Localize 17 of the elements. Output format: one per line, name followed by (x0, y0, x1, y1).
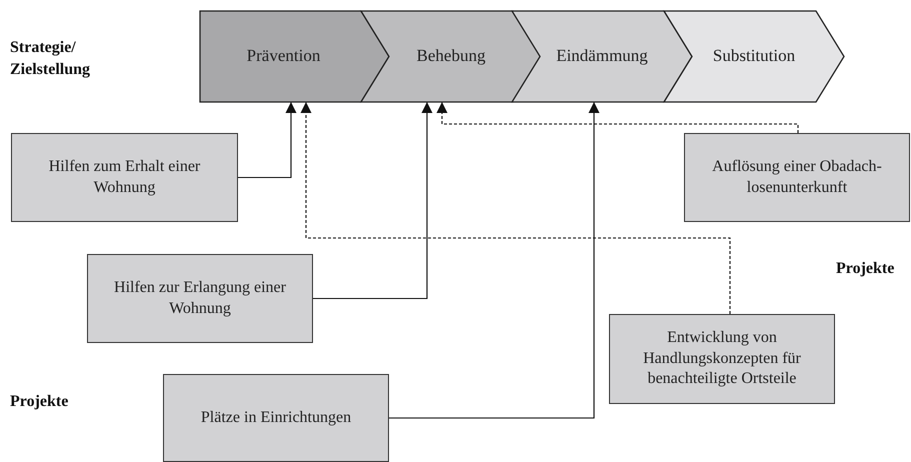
project-box: Hilfen zum Erhalt einer Wohnung (11, 133, 238, 222)
project-box: Entwicklung von Handlungskonzepten für benachteiligte Ortsteile (609, 314, 835, 404)
connector-arrow (389, 102, 600, 419)
strategy-label: Behebung (416, 45, 486, 68)
strategy-label: Eindämmung (556, 45, 648, 68)
row-heading: Projekte (836, 259, 896, 279)
project-box: Plätze in Einrichtungen (163, 374, 389, 462)
row-heading: Projekte (10, 392, 70, 412)
project-box: Hilfen zur Erlangung einer Wohnung (87, 254, 313, 343)
strategy-label: Substitution (712, 45, 796, 68)
connector-arrow (313, 102, 432, 300)
connector-arrow (238, 102, 296, 178)
row-heading: Strategie/ Zielstellung (10, 38, 92, 80)
connector-arrow (436, 102, 799, 133)
project-box: Auflösung einer Obadach-losenunterkunft (684, 133, 910, 222)
strategy-label: Prävention (246, 45, 320, 68)
connector-arrow (300, 102, 731, 314)
